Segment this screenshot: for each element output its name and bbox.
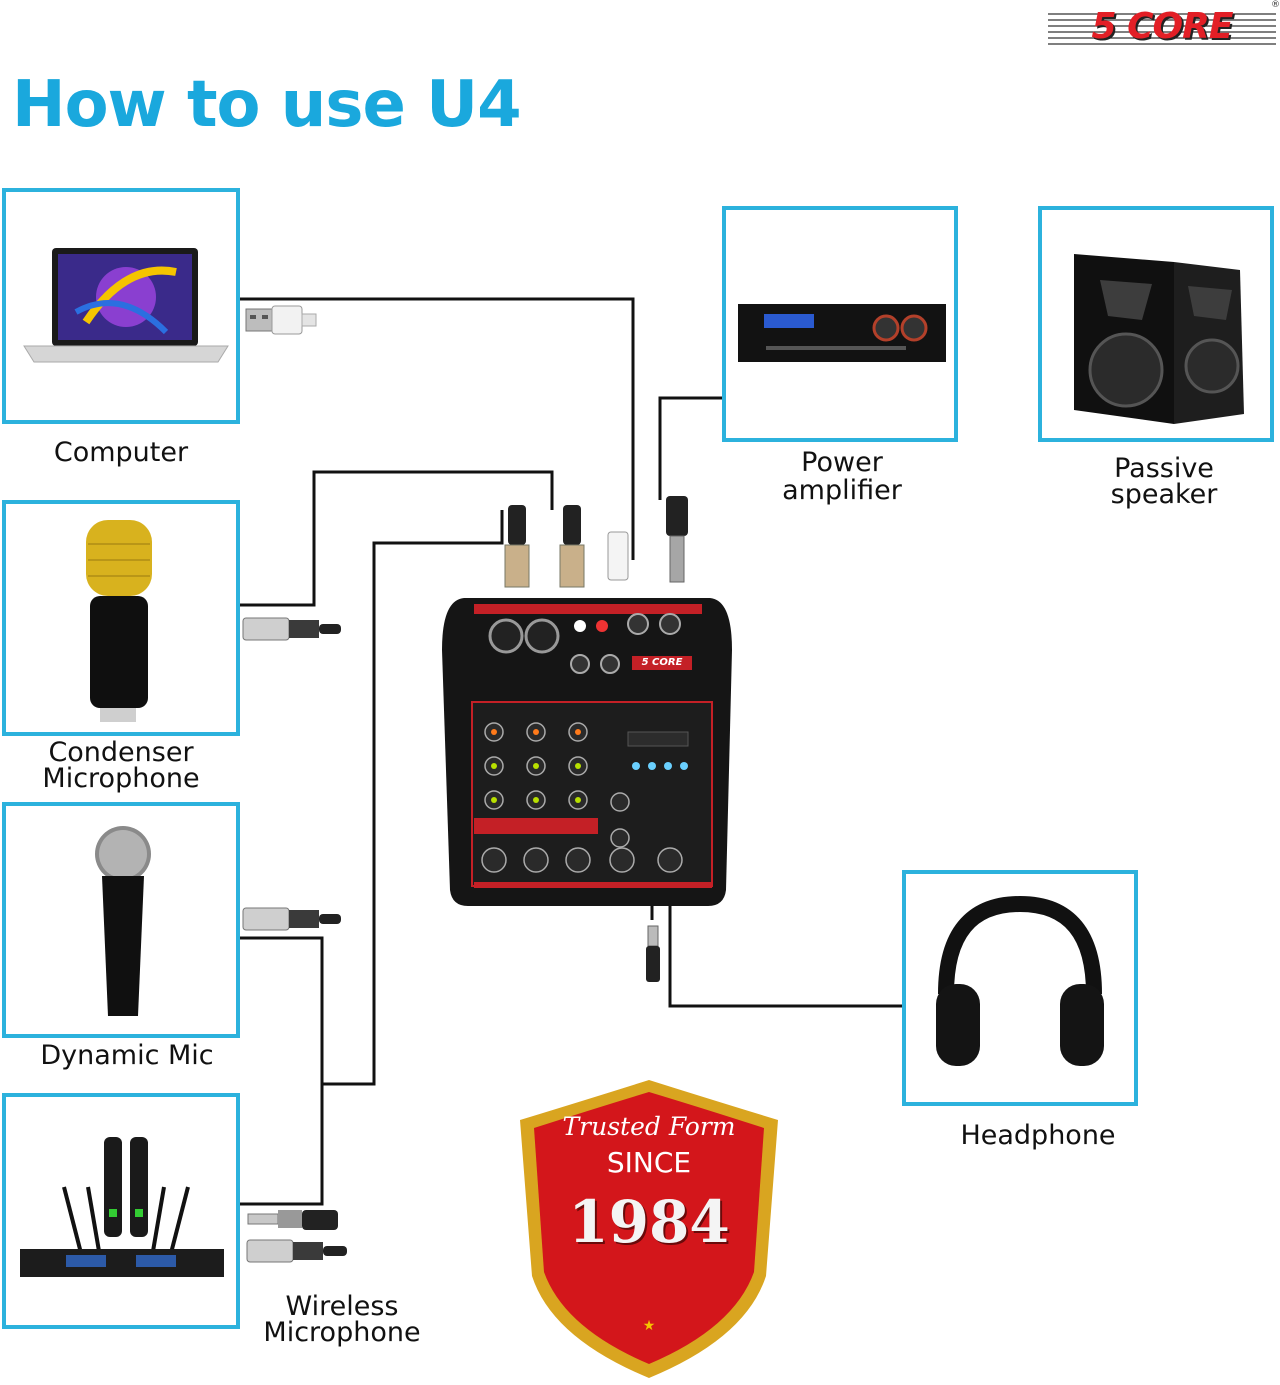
wireless-mic-label-line2: Microphone	[263, 1317, 421, 1348]
condenser-mic-box	[2, 500, 240, 736]
dynamic-mic-label: Dynamic Mic	[40, 1040, 214, 1071]
page-title: How to use U4	[12, 68, 522, 142]
badge-year: 1984	[568, 1188, 730, 1256]
speaker-icon	[1074, 254, 1244, 424]
badge-since: SINCE	[606, 1146, 692, 1179]
jack-plug-icon	[247, 1210, 338, 1230]
svg-text:★: ★	[643, 1318, 656, 1334]
headphone-label: Headphone	[960, 1120, 1116, 1151]
registered-mark: ®	[1271, 0, 1280, 10]
top-connectors-icon	[504, 496, 688, 982]
passive-speaker-box	[1038, 206, 1274, 442]
usb-plug-icon	[245, 305, 317, 335]
logo-stripes	[1048, 13, 1276, 45]
logo-text: 5 CORE	[1091, 6, 1234, 47]
brand-logo: 5 CORE ®	[1046, 0, 1280, 48]
passive-speaker-label-line2: speaker	[1110, 479, 1218, 510]
wireless-microphone-icon	[20, 1137, 224, 1277]
dynamic-microphone-icon	[95, 826, 151, 1016]
badge-tagline: Trusted Form	[562, 1112, 736, 1141]
trust-badge-shield-icon: ★	[520, 1080, 778, 1378]
xlr-plug-icon	[242, 617, 347, 1263]
passive-speaker-label-line1: Passive	[1114, 453, 1214, 484]
headphone-box	[902, 870, 1138, 1106]
power-amplifier-label-line1: Power	[801, 447, 883, 478]
power-amplifier-icon	[738, 304, 946, 362]
power-amplifier-box	[722, 206, 958, 442]
wireless-mic-label-line1: Wireless	[285, 1291, 399, 1322]
power-amplifier-label-line2: amplifier	[782, 475, 902, 506]
dynamic-mic-box	[2, 802, 240, 1038]
computer-box	[2, 188, 240, 424]
condenser-microphone-icon	[86, 520, 152, 722]
condenser-mic-label-line2: Microphone	[42, 763, 200, 794]
computer-label: Computer	[53, 437, 189, 468]
condenser-mic-label-line1: Condenser	[48, 737, 194, 768]
mixer-brand-label: 5 CORE	[632, 656, 692, 670]
laptop-icon	[23, 248, 229, 363]
headphone-icon	[936, 895, 1104, 1066]
u4-mixer-icon	[442, 598, 732, 906]
wireless-mic-box	[2, 1093, 240, 1329]
